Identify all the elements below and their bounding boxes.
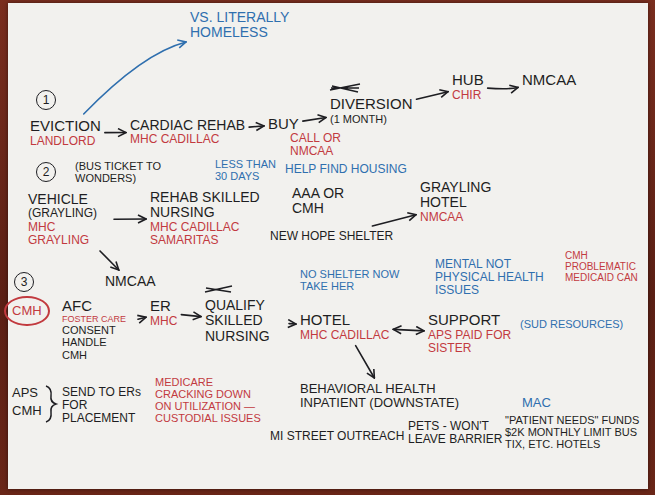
flow-node: HOTELMHC CADILLAC	[300, 312, 389, 342]
node-text: NMCAA	[105, 274, 156, 289]
node-text: VEHICLE	[28, 192, 110, 207]
flow-node: VEHICLE(GRAYLING)MHC GRAYLING	[28, 192, 110, 247]
note-text: (SUD RESOURCES)	[520, 318, 623, 330]
node-text: MHC CADILLAC SAMARITAS	[150, 221, 280, 247]
note-text: MAC	[522, 396, 551, 410]
flow-arrow	[488, 87, 518, 88]
flow-arrow	[181, 315, 201, 317]
node-text: MHC	[150, 315, 177, 328]
note-text: MENTAL NOT PHYSICAL HEALTH ISSUES	[435, 258, 555, 298]
node-text: APS PAID FOR SISTER	[428, 329, 518, 355]
node-text: CMH	[12, 304, 42, 318]
cross-out	[330, 84, 360, 92]
flow-node: NEW HOPE SHELTER	[270, 230, 393, 243]
flow-node: HUBCHIR	[452, 72, 484, 102]
note-text: NO SHELTER NOW TAKE HER	[300, 268, 410, 292]
note-text: SEND TO ERs FOR PLACEMENT	[62, 386, 147, 426]
flow-node: QUALIFY SKILLED NURSING	[205, 298, 285, 344]
callout-number: 3	[14, 272, 34, 292]
node-text: HOTEL	[300, 312, 389, 329]
node-text: EVICTION	[30, 118, 101, 135]
node-text: (1 MONTH)	[330, 113, 413, 125]
node-text: LANDLORD	[30, 135, 101, 148]
node-text: CHIR	[452, 89, 484, 102]
callout-number: 2	[36, 162, 56, 182]
node-text: AFC	[62, 298, 134, 315]
note-text: MI STREET OUTREACH	[270, 430, 404, 443]
node-text: NMCAA	[522, 72, 576, 89]
node-text: FOSTER CARE	[62, 315, 134, 325]
flow-arrow	[100, 251, 119, 270]
flow-node: NMCAA	[522, 72, 576, 89]
node-text: MHC GRAYLING	[28, 221, 110, 247]
note-text: APS	[12, 386, 38, 400]
note-text: LESS THAN 30 DAYS	[215, 158, 285, 182]
flow-node: DIVERSION(1 MONTH)	[330, 96, 413, 125]
node-text: MHC CADILLAC	[130, 133, 245, 146]
flow-node: GRAYLING HOTELNMCAA	[420, 180, 510, 224]
callout-number: 1	[36, 90, 56, 110]
flow-node: NMCAA	[105, 274, 156, 289]
flow-node: BUY	[268, 116, 299, 133]
node-text: NEW HOPE SHELTER	[270, 230, 393, 243]
node-text: QUALIFY SKILLED NURSING	[205, 298, 285, 344]
node-text: NMCAA	[420, 211, 510, 224]
node-text: CARDIAC REHAB	[130, 118, 245, 133]
node-text: CONSENT HANDLE CMH	[62, 324, 134, 360]
note-text: PETS - WON'T LEAVE BARRIER	[408, 420, 503, 446]
node-text: (GRAYLING)	[28, 207, 110, 220]
note-text: CMH	[12, 404, 42, 418]
flow-node: AAA OR CMH	[292, 186, 362, 217]
flow-node: BEHAVIORAL HEALTH INPATIENT (DOWNSTATE)	[300, 382, 470, 411]
flow-node: VS. LITERALLY HOMELESS	[190, 10, 310, 41]
flow-node: EVICTIONLANDLORD	[30, 118, 101, 148]
node-text: BEHAVIORAL HEALTH INPATIENT (DOWNSTATE)	[300, 382, 470, 411]
node-text: ER	[150, 298, 177, 315]
flow-arrow	[289, 323, 296, 325]
note-text: (BUS TICKET TO WONDERS)	[75, 160, 165, 184]
note-text: CALL OR NMCAA	[290, 132, 360, 158]
flow-node: ERMHC	[150, 298, 177, 328]
brace	[46, 386, 56, 422]
note-text: HELP FIND HOUSING	[285, 163, 407, 176]
flow-arrow	[303, 117, 326, 121]
flow-node: CARDIAC REHABMHC CADILLAC	[130, 118, 245, 147]
flow-arrow	[249, 126, 264, 127]
flow-arrow	[393, 329, 424, 331]
node-text: REHAB SKILLED NURSING	[150, 190, 280, 221]
flow-arrow	[372, 215, 416, 226]
node-text: VS. LITERALLY HOMELESS	[190, 10, 310, 41]
node-text: GRAYLING HOTEL	[420, 180, 510, 211]
flow-arrow	[105, 132, 126, 134]
node-text: SUPPORT	[428, 312, 518, 329]
node-text: HUB	[452, 72, 484, 89]
node-text: AAA OR CMH	[292, 186, 362, 217]
node-text: BUY	[268, 116, 299, 133]
flow-node: AFCFOSTER CARECONSENT HANDLE CMH	[62, 298, 134, 361]
note-text: MEDICARE CRACKING DOWN ON UTILIZATION — …	[155, 376, 263, 424]
note-text: CMH PROBLEMATIC MEDICAID CAN	[565, 250, 645, 283]
circled-node: CMH	[4, 296, 50, 326]
flow-arrow	[138, 317, 146, 319]
cross-out	[205, 286, 232, 292]
node-text: MHC CADILLAC	[300, 329, 389, 342]
flow-arrow	[356, 346, 375, 378]
flow-arrow	[417, 92, 448, 100]
flow-arrow	[84, 42, 186, 114]
flow-node: SUPPORTAPS PAID FOR SISTER	[428, 312, 518, 355]
flow-arrow	[114, 218, 146, 220]
note-text: "PATIENT NEEDS" FUNDS $2K MONTHLY LIMIT …	[505, 414, 643, 450]
flow-node: REHAB SKILLED NURSINGMHC CADILLAC SAMARI…	[150, 190, 280, 247]
node-text: DIVERSION	[330, 96, 413, 113]
